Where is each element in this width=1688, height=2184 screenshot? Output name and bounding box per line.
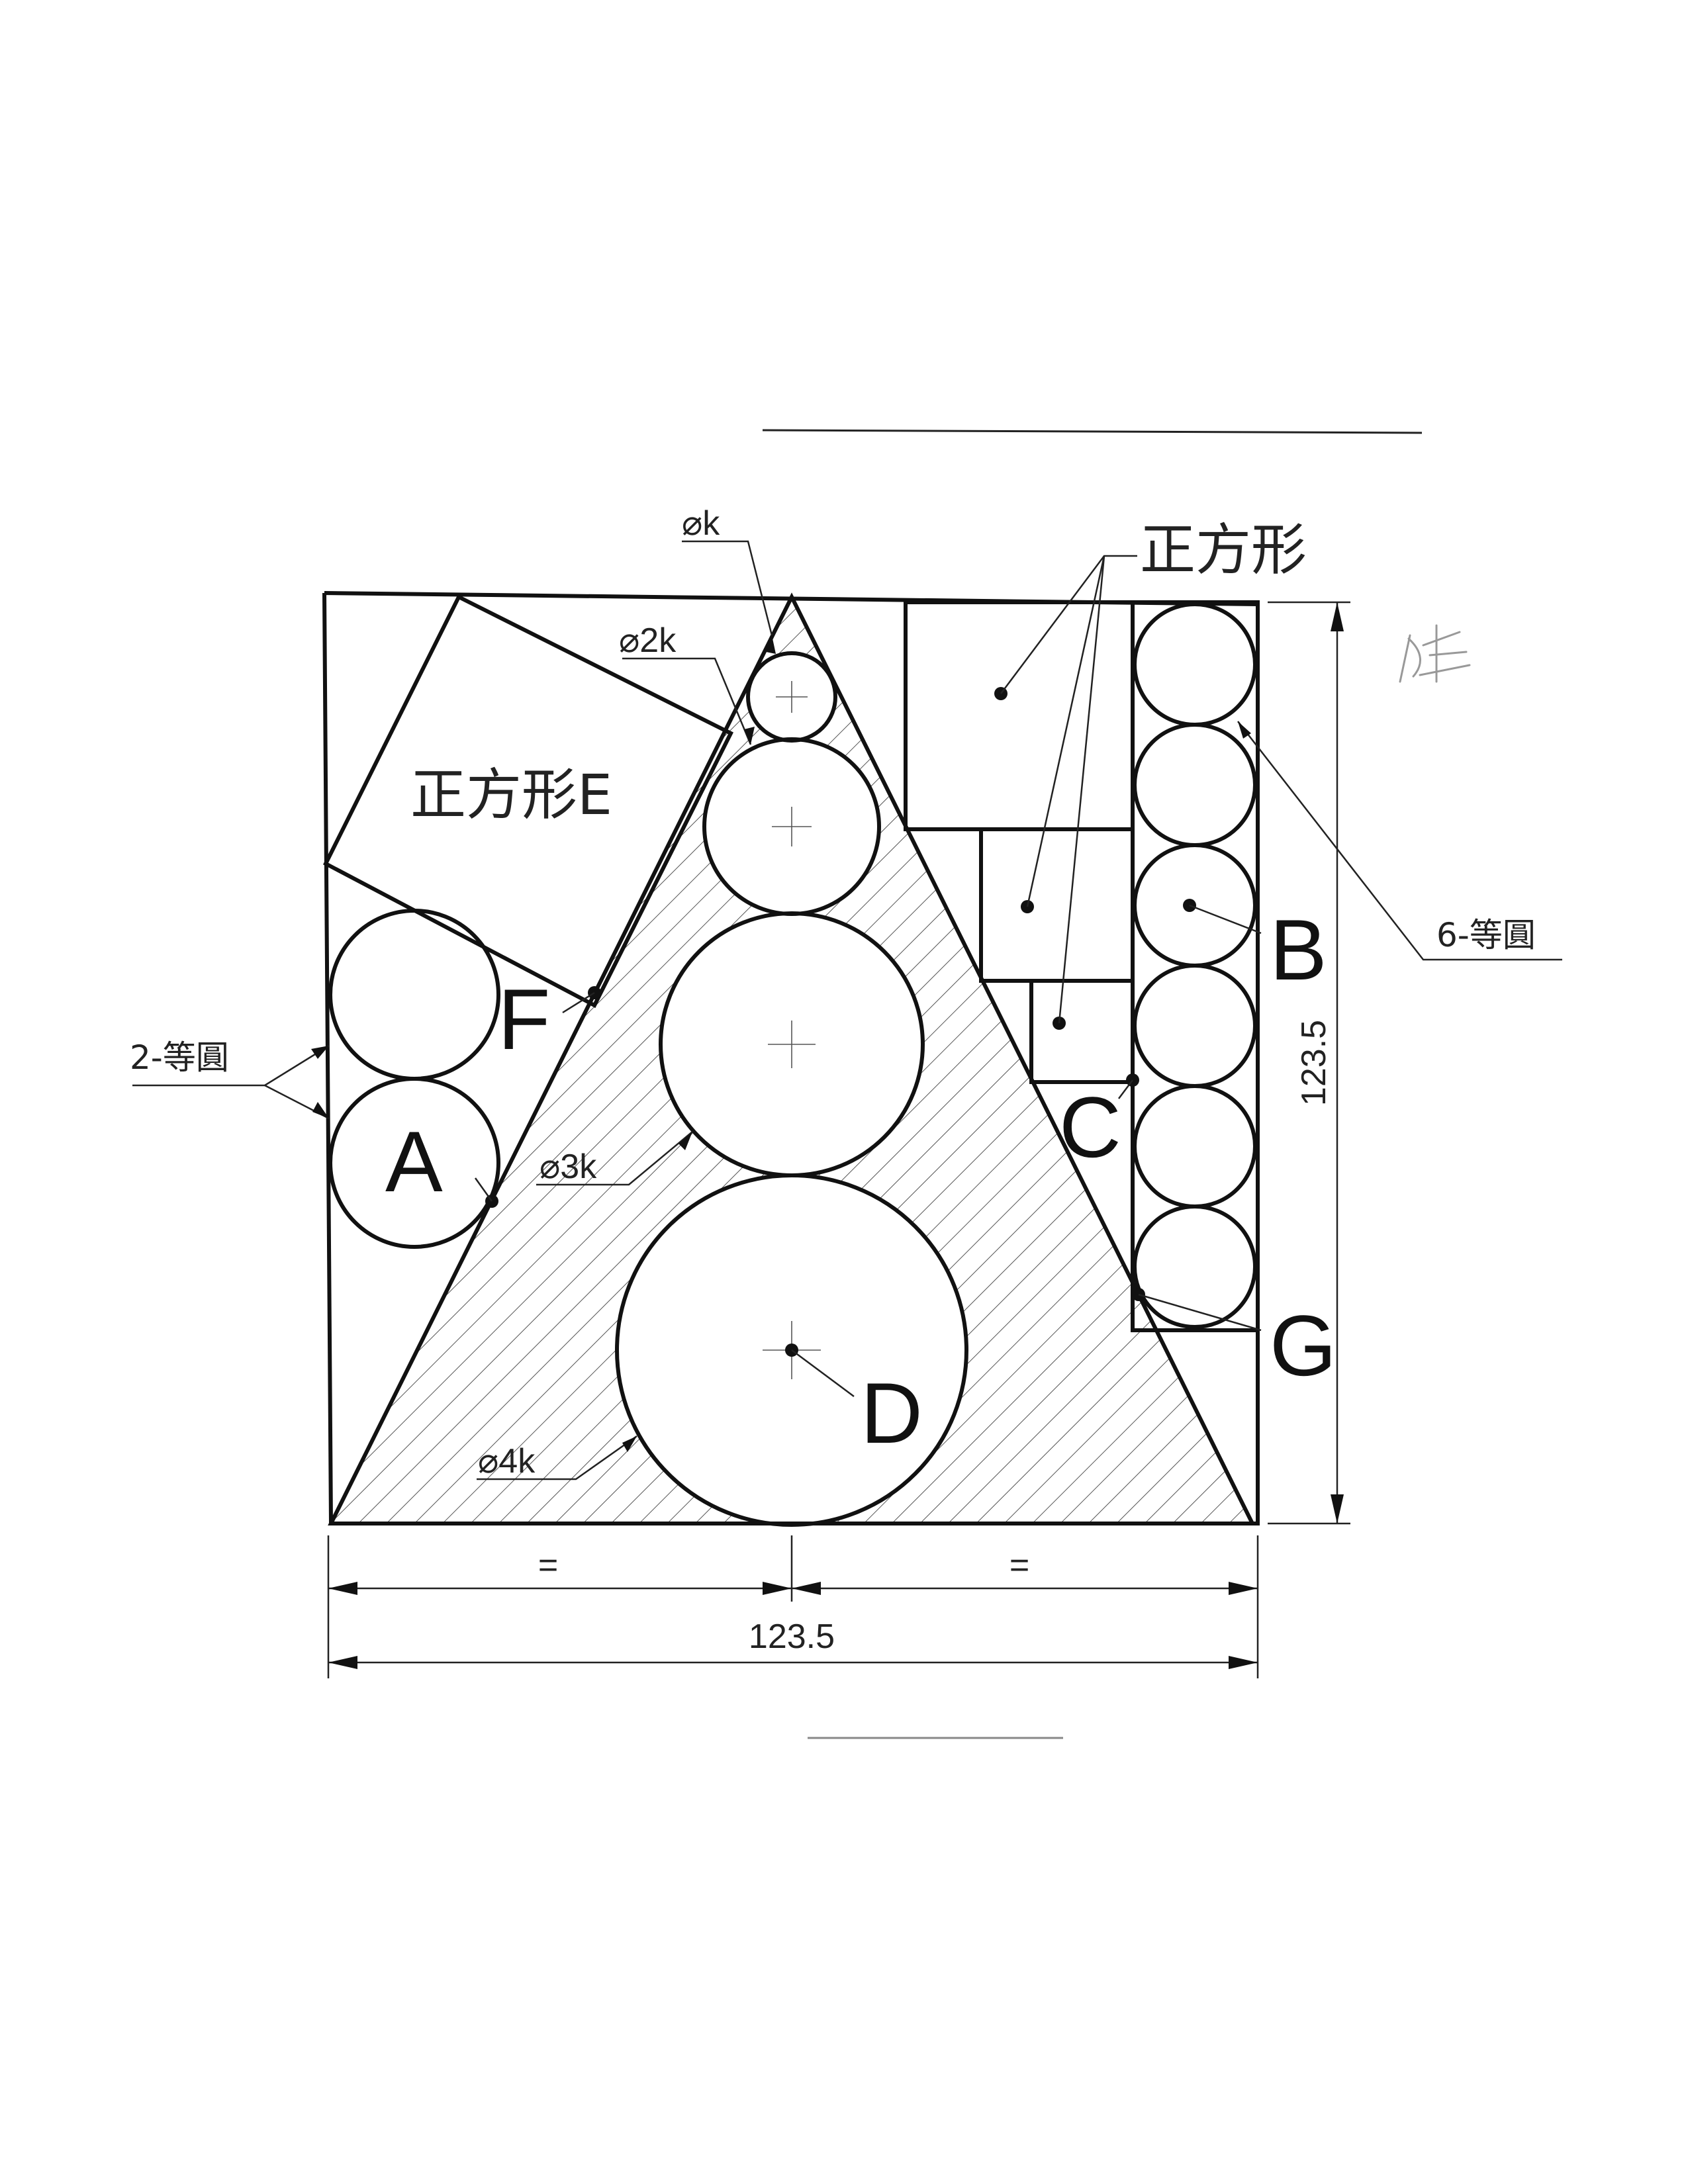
left-circle-upper — [328, 909, 500, 1081]
equal-sign-left: = — [538, 1546, 558, 1584]
circle-column-frame — [1131, 600, 1260, 1332]
diameter-2k-label: ⌀2k — [619, 621, 677, 660]
six-equal-circles-label: 6-等圓 — [1436, 916, 1536, 954]
point-F-label: F — [498, 971, 550, 1068]
diameter-k-label: ⌀k — [682, 504, 720, 543]
diameter-4k-label: ⌀4k — [478, 1442, 536, 1480]
two-equal-circles-label: 2-等圓 — [130, 1038, 229, 1077]
square-label-top: 正方形 — [1140, 518, 1307, 582]
handwritten-mark — [1399, 624, 1471, 683]
point-C-label: C — [1059, 1079, 1121, 1175]
top-stray-line — [762, 429, 1423, 434]
square-E — [323, 594, 734, 1009]
diameter-3k-label: ⌀3k — [539, 1148, 597, 1186]
point-G-label: G — [1270, 1297, 1336, 1394]
stacked-circles — [615, 651, 968, 1527]
point-D-label: D — [861, 1365, 923, 1461]
width-dimension: 123.5 — [749, 1617, 835, 1656]
square-medium — [979, 827, 1135, 983]
point-B-label: B — [1270, 901, 1327, 998]
equal-sign-right: = — [1009, 1546, 1029, 1584]
square-E-label: 正方形E — [410, 762, 612, 827]
circle-A — [328, 1077, 500, 1249]
square-small — [1029, 979, 1135, 1084]
circle-D — [615, 1173, 968, 1527]
square-large — [904, 600, 1135, 831]
height-dimension: 123.5 — [1295, 1020, 1333, 1106]
dimension-lines — [311, 601, 1350, 1678]
leader-lines — [132, 540, 1562, 1480]
point-A-label: A — [385, 1113, 443, 1210]
six-equal-circles — [1133, 602, 1257, 1329]
